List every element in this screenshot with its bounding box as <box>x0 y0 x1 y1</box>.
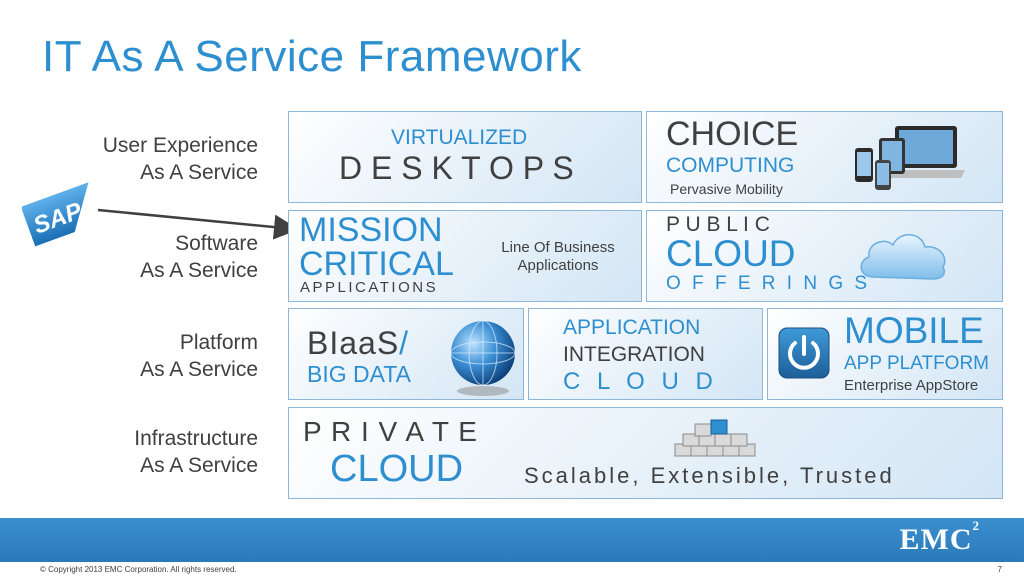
sap-logo: SAP <box>22 182 89 247</box>
mobile-line3: Enterprise AppStore <box>844 377 979 394</box>
power-icon <box>778 327 830 379</box>
row-label-line: Platform <box>179 331 258 354</box>
box-choice-computing: CHOICE COMPUTING Pervasive Mobility <box>646 111 1003 203</box>
arrow-line <box>97 208 299 240</box>
row-label-line: As A Service <box>140 161 258 184</box>
row-label-line: As A Service <box>140 259 258 282</box>
mission-line1: MISSION <box>299 211 443 249</box>
biaas-line2: BIG DATA <box>307 361 411 387</box>
cubes-icon <box>674 419 756 457</box>
cloud-icon <box>860 234 946 280</box>
footer-bar: EMC2 <box>0 518 1024 562</box>
mobile-line2: APP PLATFORM <box>844 353 989 374</box>
mission-side-line: Applications <box>517 257 599 274</box>
globe-icon <box>450 320 516 396</box>
row-label-infrastructure: Infrastructure As A Service <box>134 425 258 479</box>
box-virtualized-desktops: VIRTUALIZED D E S K T O P S <box>288 111 642 203</box>
row-label-line: User Experience <box>102 134 258 157</box>
row-label-line: As A Service <box>140 358 258 381</box>
box-mission-critical: MISSION CRITICAL APPLICATIONS Line Of Bu… <box>288 210 642 302</box>
mission-line3: APPLICATIONS <box>300 279 439 296</box>
box-public-cloud: P U B L I C CLOUD O F F E R I N G S <box>646 210 1003 302</box>
choice-line2: COMPUTING <box>666 154 795 177</box>
mission-side-text: Line Of Business Applications <box>485 239 631 275</box>
public-line2: CLOUD <box>666 233 796 274</box>
public-line3: O F F E R I N G S <box>666 273 871 294</box>
row-label-line: As A Service <box>140 454 258 477</box>
desktops-line2: D E S K T O P S <box>339 150 574 186</box>
appint-line2: INTEGRATION <box>563 343 705 366</box>
appint-line3: C L O U D <box>563 368 718 395</box>
copyright-text: © Copyright 2013 EMC Corporation. All ri… <box>40 565 237 574</box>
emc-logo-text: EMC <box>899 523 973 556</box>
mobile-line1: MOBILE <box>844 310 984 351</box>
row-label-user-experience: User Experience As A Service <box>103 132 258 186</box>
box-mobile-app-platform: MOBILE APP PLATFORM Enterprise AppStore <box>767 308 1003 400</box>
desktops-line1: VIRTUALIZED <box>391 126 528 149</box>
emc-logo: EMC2 <box>899 518 981 557</box>
box-private-cloud: P R I V A T E CLOUD Scalable, Extensible… <box>288 407 1003 499</box>
devices-icon <box>855 126 965 190</box>
private-line1: P R I V A T E <box>303 416 478 447</box>
row-label-software: Software As A Service <box>140 230 258 284</box>
mission-side-line: Line Of Business <box>501 239 615 256</box>
row-label-line: Infrastructure <box>134 427 258 450</box>
private-line2: CLOUD <box>330 448 464 490</box>
choice-line3: Pervasive Mobility <box>670 181 783 197</box>
row-label-platform: Platform As A Service <box>140 329 258 383</box>
box-biaas: BIaaS/ BIG DATA <box>288 308 524 400</box>
public-line1: P U B L I C <box>666 213 770 236</box>
emc-logo-sup: 2 <box>972 518 980 533</box>
appint-line1: APPLICATION <box>563 316 701 339</box>
page-number: 7 <box>997 565 1002 574</box>
row-label-line: Software <box>175 232 258 255</box>
private-tagline: Scalable, Extensible, Trusted <box>524 463 895 488</box>
choice-line1: CHOICE <box>666 115 799 153</box>
page-title: IT As A Service Framework <box>42 32 582 81</box>
mission-line2: CRITICAL <box>299 245 454 283</box>
box-application-integration: APPLICATION INTEGRATION C L O U D <box>528 308 763 400</box>
sap-arrow-graphic: SAP <box>22 182 299 247</box>
biaas-line1: BIaaS/ <box>307 325 409 361</box>
